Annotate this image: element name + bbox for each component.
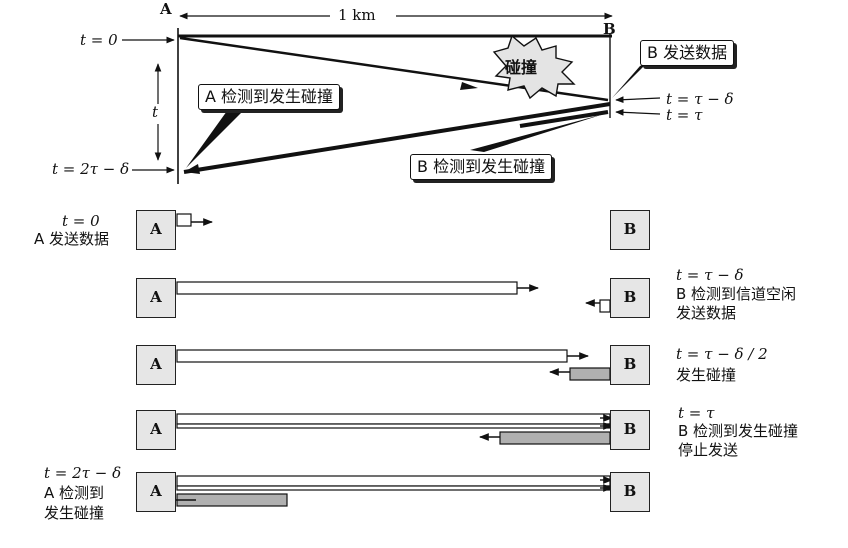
t-tau-minus-delta-label: t = τ − δ [666, 90, 734, 108]
b-signal-bar [569, 367, 611, 381]
stage-2-right-text: 发生碰撞 [676, 366, 737, 384]
stage-2-right-time: t = τ − δ / 2 [676, 345, 768, 363]
collision-burst-icon [492, 34, 576, 100]
stage-3-right-time: t = τ [678, 404, 715, 422]
station-b-box: B [610, 410, 650, 450]
b-sends-callout: B 发送数据 [640, 40, 735, 66]
b-detects-pointer [470, 114, 604, 152]
a-signal-bar [176, 485, 611, 491]
t-tau-label: t = τ [666, 106, 703, 124]
a-signal-bar [176, 475, 611, 487]
stage-3-right-text-1: B 检测到发生碰撞 [678, 422, 799, 440]
space-time-diagram [122, 6, 661, 184]
stage-4-left-text-2: 发生碰撞 [44, 504, 105, 522]
station-b-box: B [610, 278, 650, 318]
station-a-label: A [160, 0, 172, 18]
stage-0-left-text: A 发送数据 [34, 230, 110, 248]
b-sends-pointer [612, 62, 648, 98]
stage-1-right-text-1: B 检测到信道空闲 [676, 285, 797, 303]
b-detects-callout: B 检测到发生碰撞 [410, 154, 553, 180]
collision-burst-text: 碰撞 [505, 58, 538, 77]
a-detects-pointer [186, 104, 250, 168]
a-signal-bar [176, 423, 611, 429]
stage-4-left-time: t = 2τ − δ [44, 464, 122, 482]
b-signal-bar [599, 299, 611, 313]
stage-1-right-text-2: 发送数据 [676, 304, 737, 322]
station-a-box: A [136, 410, 176, 450]
t2tau-label: t = 2τ − δ [52, 160, 130, 178]
a-detects-callout: A 检测到发生碰撞 [198, 84, 341, 110]
station-a-box: A [136, 278, 176, 318]
station-b-label: B [603, 20, 616, 38]
station-b-box: B [610, 210, 650, 250]
b-signal-bar [499, 431, 611, 445]
station-b-box: B [610, 472, 650, 512]
station-a-box: A [136, 472, 176, 512]
station-a-box: A [136, 210, 176, 250]
stage-3-right-text-2: 停止发送 [678, 441, 739, 459]
stage-0-left-time: t = 0 [62, 212, 100, 230]
distance-label: 1 km [338, 6, 376, 24]
t-axis-label: t [152, 103, 159, 121]
a-signal-bar [176, 281, 518, 295]
t0-label: t = 0 [80, 31, 118, 49]
station-b-box: B [610, 345, 650, 385]
station-a-box: A [136, 345, 176, 385]
a-signal-bar [176, 349, 568, 363]
a-signal-bar [176, 213, 192, 227]
a-signal-bar [176, 413, 611, 425]
stage-signal-bars [163, 213, 613, 507]
stage-4-left-text-1: A 检测到 [44, 484, 105, 502]
stage-1-right-time: t = τ − δ [676, 266, 744, 284]
b-signal-line [183, 102, 611, 174]
